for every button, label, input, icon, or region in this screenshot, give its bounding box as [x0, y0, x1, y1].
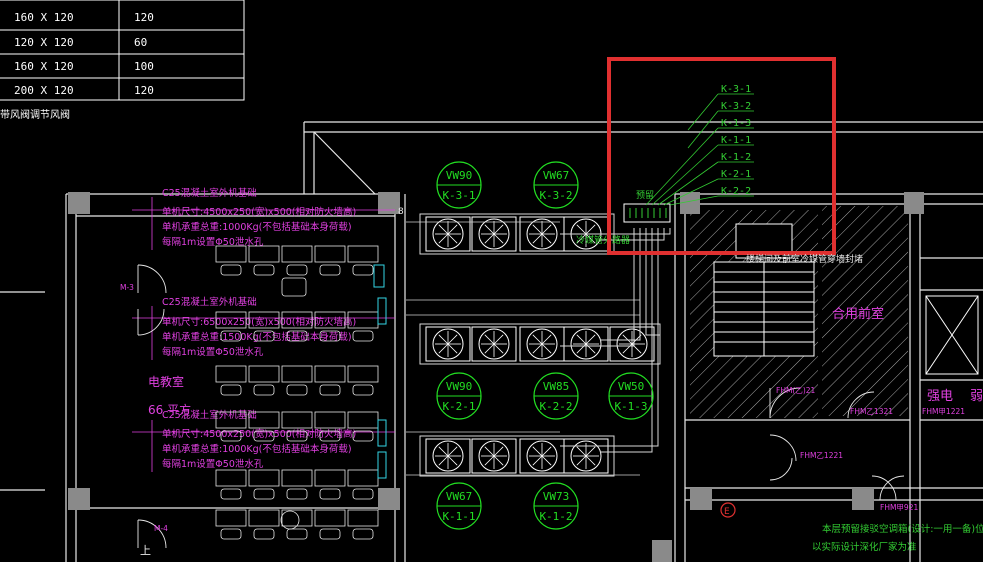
callout-label: K-2-1: [721, 169, 751, 180]
columns: [68, 192, 924, 562]
note-line: 单机承重总重:1000Kg(不包括基础本身荷载): [162, 221, 352, 233]
callout-label: K-3-2: [721, 101, 751, 112]
fan-icon: [471, 216, 517, 252]
fan-icon: [471, 326, 517, 362]
door-label: FHM乙1321: [850, 407, 893, 416]
fan-icon: [425, 326, 471, 362]
unit-model: VW50: [618, 380, 645, 393]
size-table-note: 带风阀调节风阀: [0, 108, 70, 121]
note-line: 单机尺寸:4500x250(宽)x500(相对防火墙高): [162, 206, 356, 218]
fan-icon: [563, 326, 609, 362]
size-table-cell-size: 120 X 120: [14, 36, 74, 49]
fan-icon: [425, 216, 471, 252]
outdoor-units: [419, 213, 661, 477]
doors: [137, 264, 905, 549]
note-line: 单机承重总重:1000Kg(不包括基础本身荷载): [162, 443, 352, 455]
elevator: [925, 295, 979, 375]
manifold-sublabel: 冷媒管分路器: [576, 234, 630, 246]
size-table-cell-size: 160 X 120: [14, 60, 74, 73]
stair: [713, 223, 815, 357]
size-table-cell-value: 100: [134, 60, 154, 73]
room-label-electronics: 电教室: [148, 374, 184, 389]
unit-code: K-1-3: [614, 400, 647, 413]
bottom-note-line: 本层预留接驳空调箱(设计:一用一备)位置参考: [822, 523, 983, 535]
stair-up-mark: 上: [140, 544, 151, 557]
unit-labels: VW90K-3-1VW67K-3-2VW90K-2-1VW85K-2-2VW50…: [436, 161, 654, 530]
fixtures: [373, 264, 387, 479]
size-table: [0, 0, 245, 101]
fan-icon: [519, 216, 565, 252]
callout-label: K-2-2: [721, 186, 751, 197]
unit-code: K-2-1: [442, 400, 475, 413]
size-table-cell-value: 120: [134, 84, 154, 97]
callout-leaders: [645, 93, 754, 206]
door-label: FHM甲1221: [922, 407, 965, 416]
unit-frame: [419, 323, 661, 365]
highlight-box[interactable]: [607, 57, 836, 255]
bottom-note-line: 以实际设计深化厂家为准: [812, 541, 917, 553]
unit-code: K-3-2: [539, 189, 572, 202]
lift-lobby-hatch: [822, 206, 908, 416]
unit-model: VW90: [446, 380, 473, 393]
note-title: C25混凝土室外机基础: [162, 296, 257, 308]
note-line: 每隔1m设置Φ50泄水孔: [162, 236, 264, 248]
callout-label: K-1-1: [721, 135, 751, 146]
callout-label: K-1-3: [721, 118, 751, 129]
room-label-strong-elec: 强电: [927, 389, 953, 404]
note-title: C25混凝土室外机基础: [162, 187, 257, 199]
note-line: 单机承重总重:1500Kg(不包括基础本身荷载): [162, 331, 352, 343]
room-label-multi: 合用前室: [832, 306, 884, 322]
size-table-cell-value: 120: [134, 11, 154, 24]
door-label: M-3: [120, 283, 134, 292]
size-table-cell-value: 60: [134, 36, 147, 49]
note-line: 单机尺寸:6500x250(宽)x500(相对防火墙高): [162, 316, 356, 328]
level-mark: 8: [398, 207, 404, 217]
manifold-label: 预留: [636, 189, 654, 201]
fan-icon: [471, 438, 517, 474]
unit-model: VW67: [446, 490, 473, 503]
unit-frame: [419, 435, 615, 477]
fan-icon: [425, 438, 471, 474]
unit-code: K-2-2: [539, 400, 572, 413]
unit-model: VW67: [543, 169, 570, 182]
size-table-cell-size: 160 X 120: [14, 11, 74, 24]
door-label: M-4: [154, 524, 168, 533]
note-line: 单机尺寸:4500x250(宽)x500(相对防火墙高): [162, 428, 356, 440]
room-label-area: 66 平方: [148, 402, 191, 417]
door-label: FHM(乙)21: [776, 386, 816, 395]
size-table-cell-size: 200 X 120: [14, 84, 74, 97]
fan-icon: [563, 438, 609, 474]
furniture: [215, 245, 379, 540]
pipe-leaders: [406, 221, 640, 476]
unit-model: VW73: [543, 490, 570, 503]
unit-model: VW85: [543, 380, 570, 393]
unit-code: K-1-1: [442, 510, 475, 523]
unit-model: VW90: [446, 169, 473, 182]
exit-marker: E: [720, 502, 736, 518]
door-label: FHM乙1221: [800, 451, 843, 460]
callout-label: K-3-1: [721, 84, 751, 95]
refrigerant-pipes: [560, 228, 671, 453]
duct-note: 楼梯间及前室冷媒管穿墙封堵: [746, 253, 863, 265]
unit-code: K-1-2: [539, 510, 572, 523]
note-line: 每隔1m设置Φ50泄水孔: [162, 458, 264, 470]
door-label: FHM甲921: [880, 503, 918, 512]
unit-code: K-3-1: [442, 189, 475, 202]
note-line: 每隔1m设置Φ50泄水孔: [162, 346, 264, 358]
svg-text:E: E: [724, 507, 730, 517]
callout-label: K-1-2: [721, 152, 751, 163]
size-table-frame: [0, 0, 245, 101]
room-label-weak-elec: 弱: [970, 389, 983, 404]
